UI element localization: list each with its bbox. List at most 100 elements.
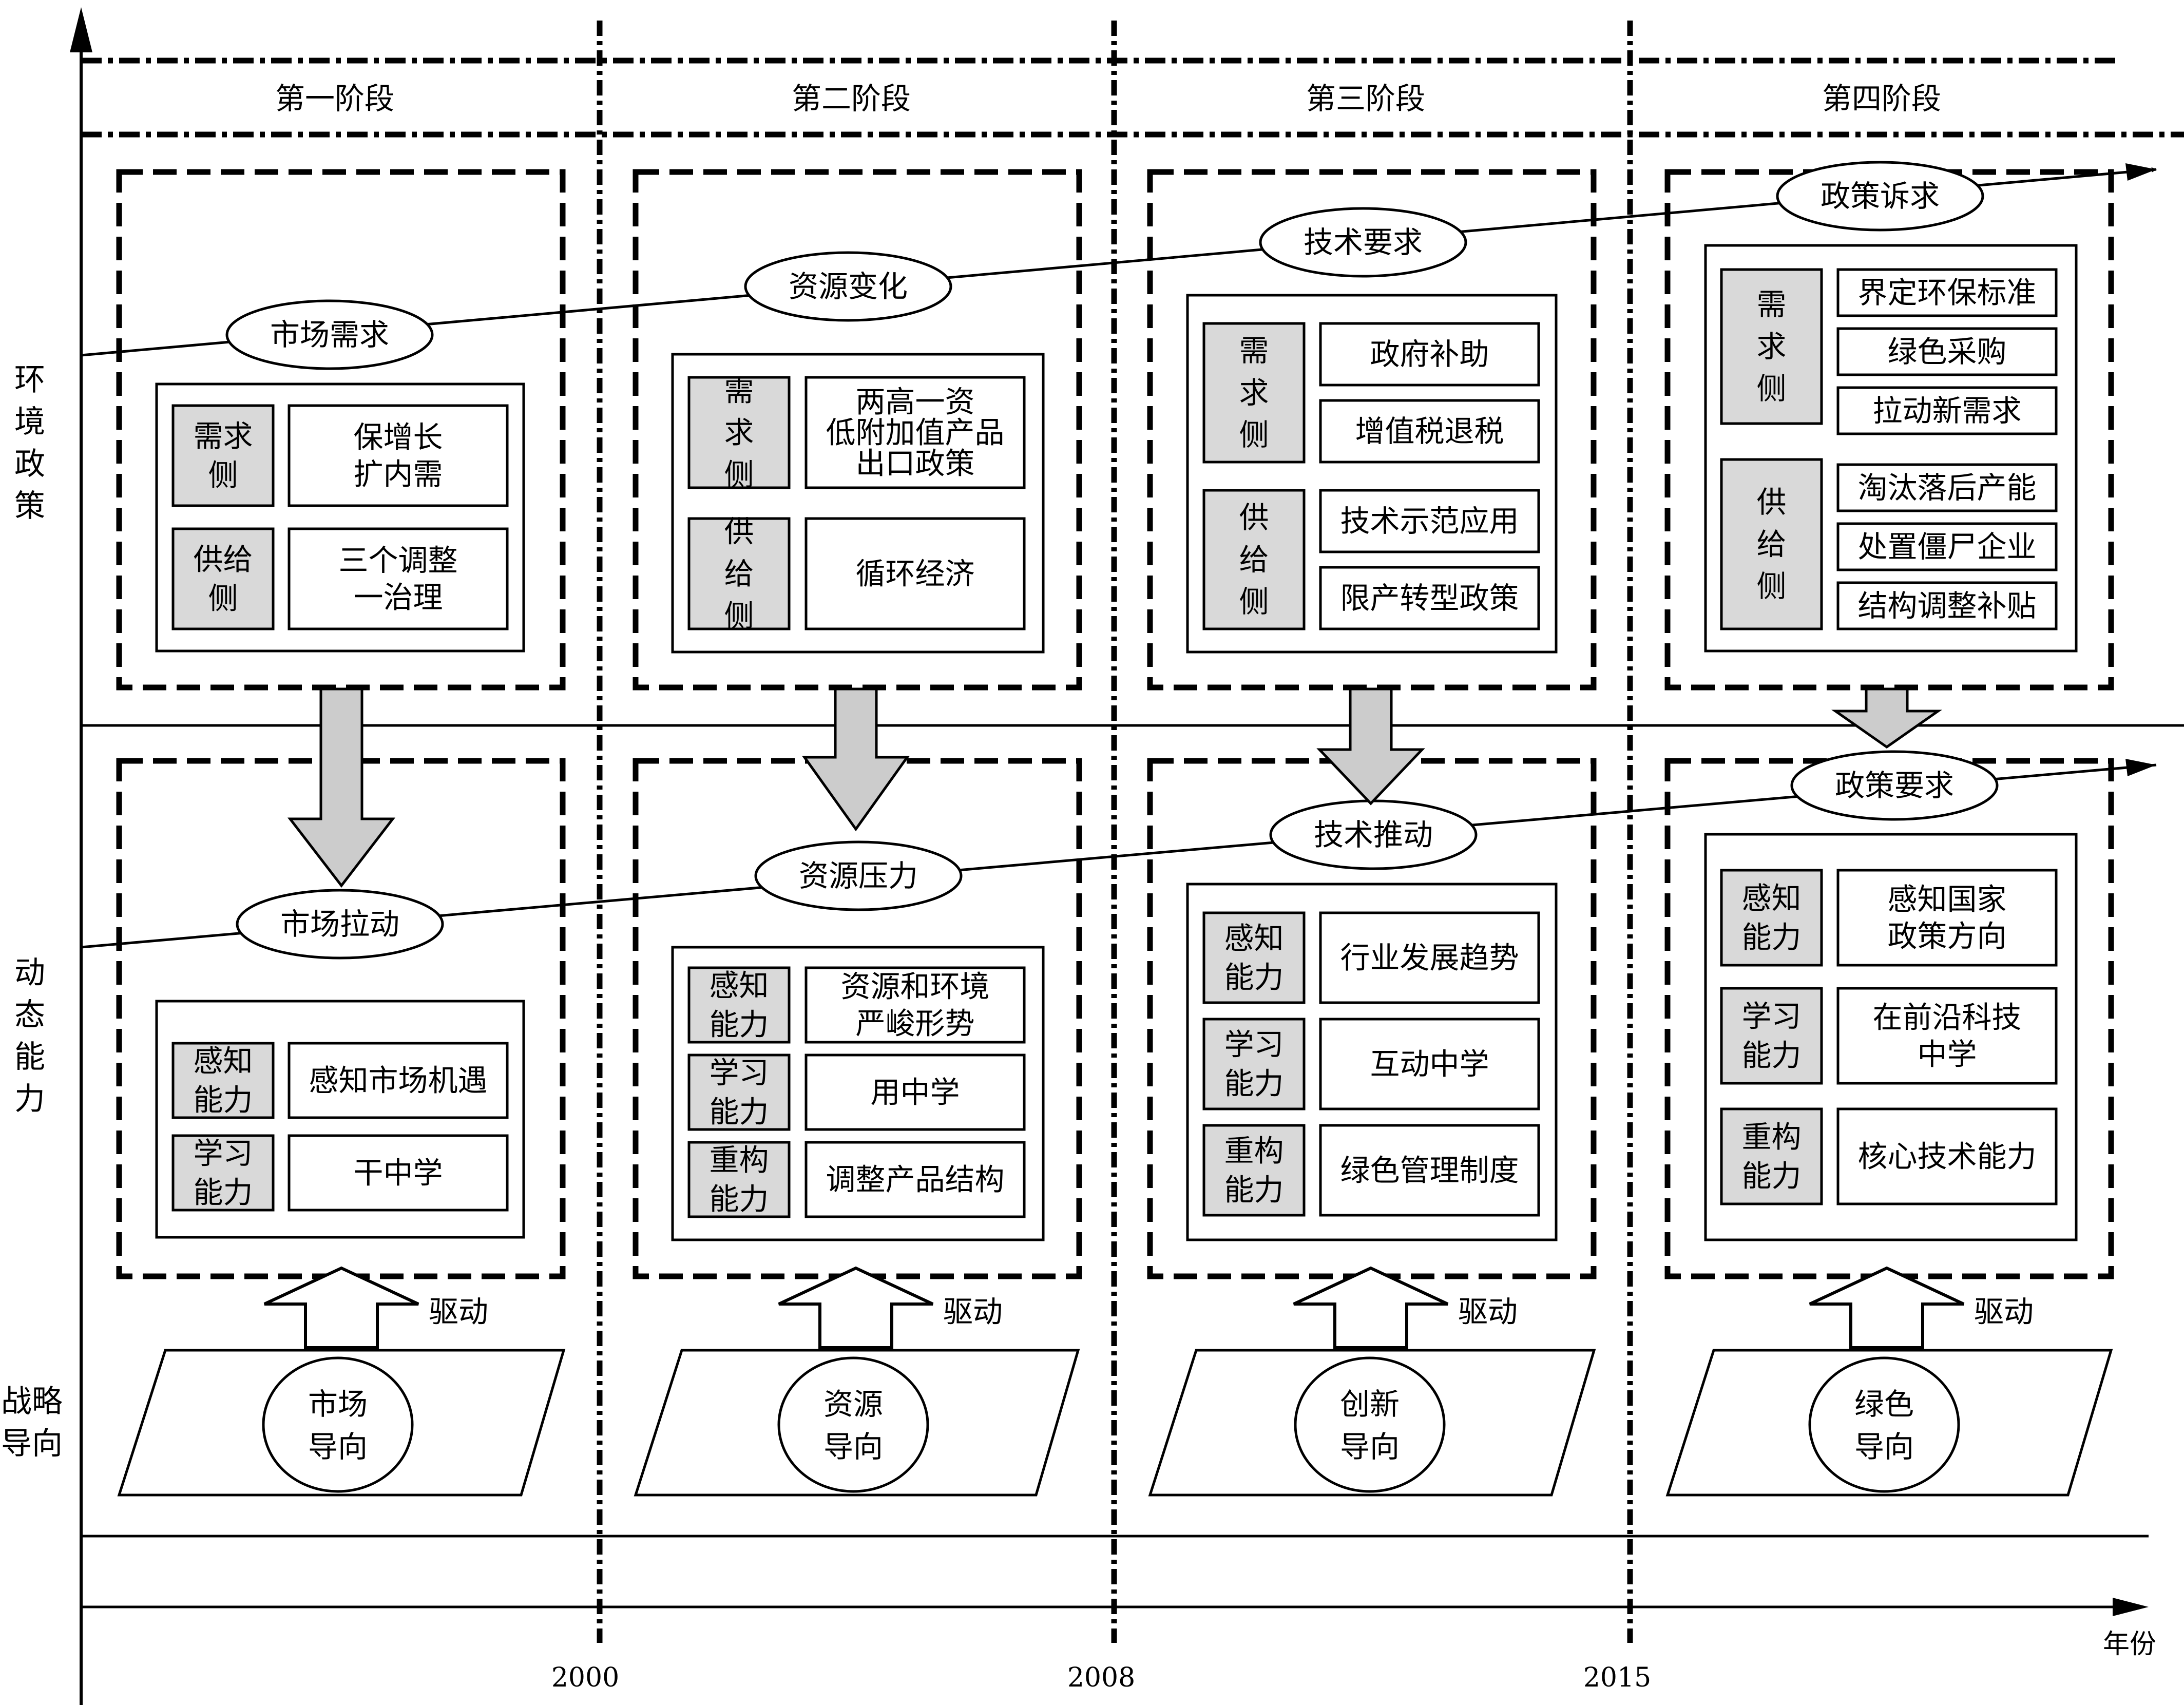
row-label-capability: 能 bbox=[14, 1039, 45, 1075]
capability-oval-label: 政策要求 bbox=[1835, 768, 1954, 803]
capability-group-label: 学习 bbox=[1741, 999, 1801, 1034]
capability-group-label: 重构 bbox=[709, 1143, 769, 1178]
policy-group-label: 侧 bbox=[1756, 371, 1786, 406]
stage-header: 第一阶段 bbox=[275, 81, 394, 116]
policy-item-text: 低附加值产品 bbox=[826, 415, 1004, 450]
strategy-oval-label: 资源 bbox=[823, 1387, 883, 1422]
capability-group-label-cell bbox=[687, 1053, 791, 1131]
capability-group-label: 学习 bbox=[193, 1136, 253, 1171]
capability-group-label-cell bbox=[687, 1141, 791, 1218]
stage-header: 第四阶段 bbox=[1822, 81, 1941, 116]
policy-group-label: 给 bbox=[724, 557, 754, 591]
capability-item-text: 干中学 bbox=[353, 1156, 443, 1191]
drive-label: 驱动 bbox=[943, 1294, 1003, 1329]
policy-group-label: 供 bbox=[724, 514, 754, 549]
policy-group-label-cell bbox=[171, 527, 275, 630]
policy-item-text: 限产转型政策 bbox=[1340, 581, 1519, 616]
policy-group-label-cell bbox=[687, 376, 791, 489]
transition-arrow bbox=[802, 687, 910, 832]
capability-item-cell bbox=[804, 966, 1026, 1044]
capability-group-label-cell bbox=[1202, 1018, 1306, 1110]
row-label-policy: 策 bbox=[14, 488, 45, 524]
capability-group-label: 感知 bbox=[1224, 921, 1283, 956]
capability-group-label: 能力 bbox=[1741, 920, 1801, 955]
capability-group-label: 能力 bbox=[709, 1095, 769, 1129]
capability-item-cell bbox=[1319, 911, 1540, 1004]
policy-item-text: 两高一资 bbox=[855, 385, 974, 419]
capability-group-label: 能力 bbox=[1741, 1038, 1801, 1073]
policy-group-label: 给 bbox=[1239, 542, 1269, 577]
policy-item-cell bbox=[1836, 327, 2058, 376]
row-label-policy: 境 bbox=[14, 404, 45, 440]
policy-trend-arrow bbox=[2125, 163, 2156, 181]
row-label-strategy: 导向 bbox=[1, 1426, 63, 1462]
capability-group-label-cell bbox=[1720, 869, 1823, 967]
policy-group-label: 需 bbox=[1756, 287, 1786, 322]
policy-stage-box bbox=[116, 169, 566, 691]
policy-item-cell bbox=[804, 376, 1026, 489]
inner-box-layer: 需求侧保增长扩内需供给侧三个调整一治理需求侧两高一资低附加值产品出口政策供给侧循… bbox=[155, 244, 2078, 1241]
capability-item-cell bbox=[1319, 1018, 1540, 1110]
policy-oval bbox=[225, 299, 434, 370]
policy-item-text: 扩内需 bbox=[353, 457, 443, 492]
stage-header: 第二阶段 bbox=[792, 81, 911, 116]
y-axis-arrow bbox=[70, 7, 92, 52]
policy-stage-box bbox=[1147, 169, 1597, 691]
drive-arrow bbox=[778, 1266, 934, 1349]
policy-item-cell bbox=[1836, 386, 2058, 435]
stage-header: 第三阶段 bbox=[1306, 81, 1425, 116]
policy-item-text: 循环经济 bbox=[855, 557, 974, 591]
policy-oval-label: 市场需求 bbox=[270, 317, 389, 352]
capability-item-cell bbox=[804, 1141, 1026, 1218]
capability-item-text: 调整产品结构 bbox=[826, 1162, 1004, 1197]
capability-group-label: 学习 bbox=[1224, 1027, 1283, 1062]
capability-item-text: 严峻形势 bbox=[855, 1006, 974, 1041]
strategy-oval-label: 导向 bbox=[823, 1429, 883, 1464]
policy-item-cell bbox=[1319, 399, 1540, 464]
strategy-oval-label: 导向 bbox=[308, 1429, 368, 1464]
policy-group-label: 供给 bbox=[193, 542, 253, 577]
policy-group-label: 侧 bbox=[1756, 569, 1786, 604]
row-label-capability: 态 bbox=[14, 997, 45, 1033]
capability-item-cell bbox=[804, 1053, 1026, 1131]
capability-item-cell bbox=[1836, 1107, 2058, 1205]
capability-item-text: 政策方向 bbox=[1887, 919, 2006, 954]
transition-arrow bbox=[1831, 687, 1942, 749]
transition-arrow bbox=[287, 687, 396, 888]
drive-label: 驱动 bbox=[1974, 1294, 2034, 1329]
capability-oval bbox=[236, 889, 444, 960]
drive-label: 驱动 bbox=[1458, 1294, 1518, 1329]
year-label: 2015 bbox=[1583, 1662, 1651, 1693]
capability-group-label-cell bbox=[1720, 1107, 1823, 1205]
policy-item-text: 淘汰落后产能 bbox=[1857, 470, 2036, 505]
drive-arrow bbox=[1293, 1266, 1449, 1349]
capability-item-cell bbox=[1836, 987, 2058, 1085]
capability-group-label-cell bbox=[171, 1134, 275, 1212]
policy-group-label: 需 bbox=[724, 373, 754, 408]
policy-item-cell bbox=[288, 404, 509, 507]
policy-group-label-cell bbox=[171, 404, 275, 507]
policy-item-cell bbox=[1836, 268, 2058, 317]
policy-item-text: 处置僵尸企业 bbox=[1857, 529, 2036, 564]
capability-group-label: 能力 bbox=[709, 1007, 769, 1042]
capability-group-label: 能力 bbox=[193, 1083, 253, 1118]
row-label-policy: 政 bbox=[14, 446, 45, 482]
strategy-oval bbox=[262, 1356, 414, 1493]
policy-group-label-cell bbox=[1202, 489, 1306, 630]
capability-item-text: 感知国家 bbox=[1887, 882, 2006, 917]
policy-group-label: 需求 bbox=[193, 419, 253, 454]
policy-group-label: 求 bbox=[1756, 329, 1786, 364]
policy-item-cell bbox=[1836, 522, 2058, 571]
strategy-oval bbox=[1294, 1356, 1446, 1493]
policy-group-label-cell bbox=[1720, 458, 1823, 630]
policy-stage-box bbox=[633, 169, 1082, 691]
policy-item-text: 三个调整 bbox=[338, 543, 457, 578]
capability-item-text: 中学 bbox=[1917, 1037, 1977, 1072]
capability-oval bbox=[754, 840, 963, 911]
capability-item-text: 行业发展趋势 bbox=[1340, 941, 1519, 975]
capability-oval-label: 市场拉动 bbox=[280, 907, 399, 942]
policy-item-text: 出口政策 bbox=[855, 446, 974, 481]
policy-group-label: 侧 bbox=[208, 458, 238, 493]
row-label-capability: 力 bbox=[14, 1081, 45, 1117]
policy-oval-label: 资源变化 bbox=[789, 269, 908, 304]
